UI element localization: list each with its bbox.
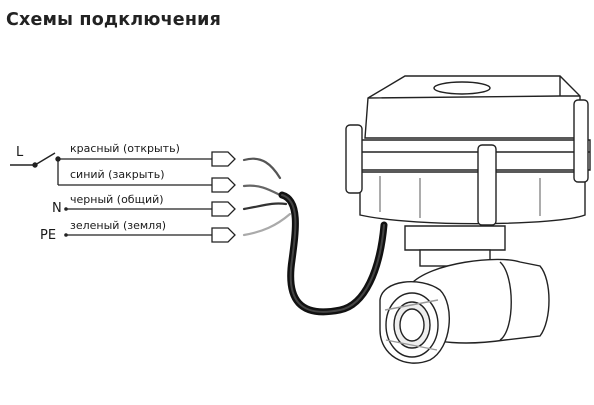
ball-valve (379, 258, 550, 364)
cable (278, 191, 388, 316)
wire-label-black: черный (общий) (70, 193, 164, 206)
wire-label-red: красный (открыть) (70, 142, 180, 155)
wire-label-green: зеленый (земля) (70, 219, 167, 232)
wire-label-blue: синий (закрыть) (70, 168, 165, 181)
actuator (345, 75, 591, 226)
label-L: L (16, 145, 24, 160)
diagram-title: Схемы подключения (6, 10, 222, 30)
wire-line-black (66, 201, 236, 217)
wire-line-green (66, 227, 236, 243)
switch-symbol (10, 152, 61, 168)
cable-wires (242, 157, 292, 237)
node-dots (64, 207, 68, 237)
wire-line-red (58, 151, 236, 167)
label-N: N (52, 201, 62, 216)
wire-line-blue (57, 159, 236, 193)
label-PE: PE (40, 228, 57, 243)
